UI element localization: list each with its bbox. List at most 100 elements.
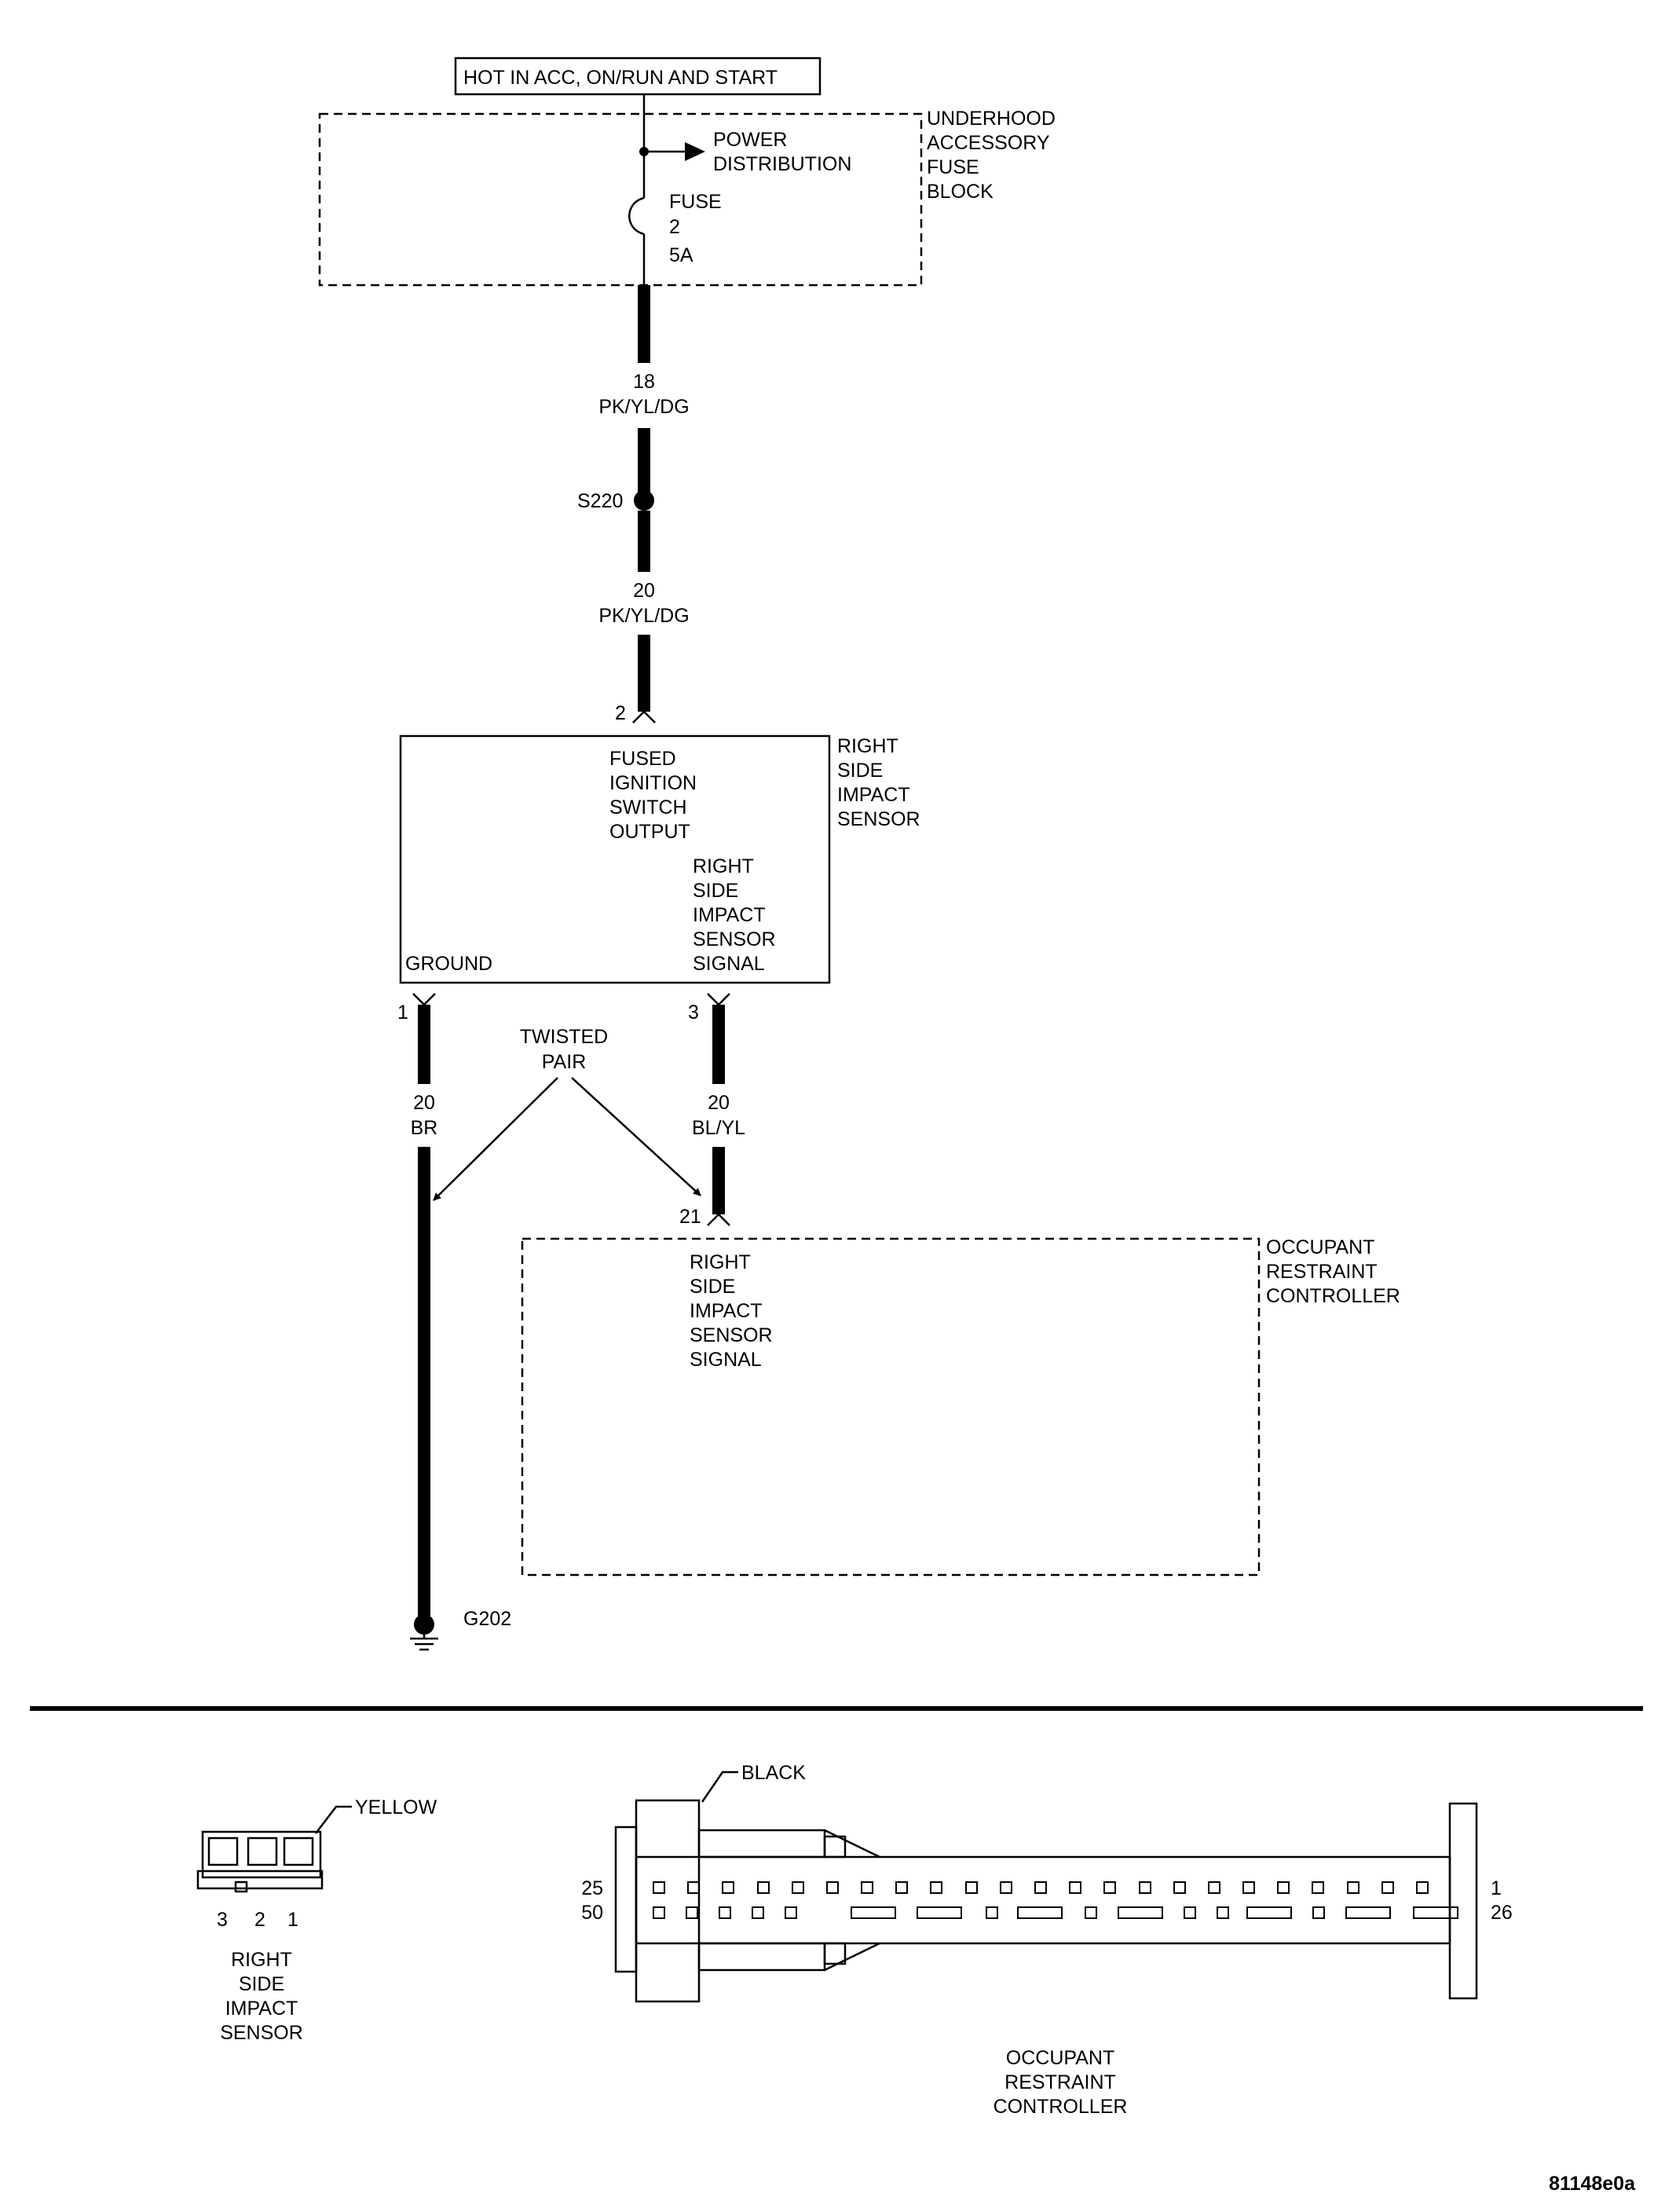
svg-text:IMPACT: IMPACT [225,1998,298,2020]
power-source-label: HOT IN ACC, ON/RUN AND START [463,67,778,89]
pin-cavity [752,1906,764,1919]
svg-text:SIDE: SIDE [837,760,883,782]
svg-text:OCCUPANT: OCCUPANT [1266,1236,1374,1258]
sensor-pin-1-number: 1 [397,1002,408,1024]
sensor-pin-1-connector [412,993,436,1006]
pin-cavity [895,1881,908,1894]
svg-text:TWISTED: TWISTED [520,1026,609,1048]
sensor-pin-3-number: 3 [688,1002,699,1024]
ground-point-label: G202 [463,1608,511,1630]
pin-cavity [1184,1906,1196,1919]
sensor-power-function: FUSED IGNITION SWITCH OUTPUT [609,748,697,843]
sensor-pin-3-connector [707,993,730,1006]
svg-text:2: 2 [669,216,680,238]
svg-text:SENSOR: SENSOR [693,928,776,950]
sensor-ground-function: GROUND [405,953,492,975]
twisted-pair-label: TWISTED PAIR [520,1026,609,1073]
pin-cavity [653,1906,665,1919]
svg-text:IMPACT: IMPACT [690,1300,763,1322]
pin-cavity-wide [1017,1906,1063,1919]
svg-text:IMPACT: IMPACT [693,904,766,926]
svg-text:SIGNAL: SIGNAL [693,953,765,975]
fuse-block-outline [318,112,923,287]
pin-cavity [1277,1881,1290,1894]
ground-eyelet [414,1614,434,1635]
pin-cavity-wide [917,1906,962,1919]
wire-18-gauge: 18 [633,371,655,393]
pin-cavity [1034,1881,1047,1894]
pin-cavity [1312,1906,1325,1919]
svg-text:SIDE: SIDE [690,1276,735,1298]
pin-cavity [719,1906,731,1919]
wire-18-color: PK/YL/DG [598,396,689,418]
svg-text:FUSE: FUSE [927,156,979,178]
pin-cavity [687,1881,700,1894]
svg-text:BLOCK: BLOCK [927,181,994,203]
pin-cavity [1242,1881,1255,1894]
controller-signal-function: RIGHT SIDE IMPACT SENSOR SIGNAL [690,1251,773,1371]
pin-cavity-wide [1246,1906,1292,1919]
pin-cavity [1217,1906,1229,1919]
svg-text:SIGNAL: SIGNAL [690,1349,762,1371]
pin-cavity-wide [1345,1906,1391,1919]
pin-cavity [965,1881,978,1894]
pin-cavity [1085,1906,1097,1919]
svg-text:RIGHT: RIGHT [690,1251,751,1273]
svg-text:2: 2 [254,1909,265,1931]
svg-text:POWER: POWER [713,129,787,151]
controller-connector-row1-right: 1 [1491,1877,1502,1899]
pin-cavity [1208,1881,1220,1894]
fuse-symbol [628,196,645,236]
pin-cavity [1347,1881,1359,1894]
controller-connector-name: OCCUPANT RESTRAINT CONTROLLER [994,2047,1128,2118]
svg-text:PAIR: PAIR [542,1051,587,1073]
impact-sensor-box [399,734,831,984]
svg-text:IMPACT: IMPACT [837,784,910,806]
figure-id: 81148e0a [1549,2173,1636,2195]
controller-outline [521,1237,1261,1577]
svg-text:SENSOR: SENSOR [220,2022,303,2044]
splice-label: S220 [577,490,623,512]
svg-text:RESTRAINT: RESTRAINT [1005,2071,1116,2093]
power-distribution-label: POWER DISTRIBUTION [713,129,851,175]
fuse-label: FUSE 2 5A [669,191,722,266]
svg-text:FUSE: FUSE [669,191,722,213]
pin-cavity [722,1881,734,1894]
svg-text:3: 3 [217,1909,228,1931]
svg-text:SIDE: SIDE [693,880,738,902]
twisted-pair-arrow-left [433,1077,558,1201]
pin-cavity-wide [851,1906,896,1919]
pin-cavity [1416,1881,1429,1894]
sensor-pin-2-number: 2 [615,702,626,724]
pin-cavity [1069,1881,1081,1894]
wire-20-gauge: 20 [633,580,655,602]
svg-text:SIDE: SIDE [239,1973,284,1995]
pin-cavity-wide [1413,1906,1458,1919]
svg-text:SENSOR: SENSOR [690,1324,773,1346]
svg-text:RIGHT: RIGHT [693,855,754,877]
pin-cavity-wide [1118,1906,1163,1919]
pin-cavity [1103,1881,1116,1894]
pin-cavity [1173,1881,1186,1894]
power-source-box [454,57,822,96]
pin-cavity [826,1881,839,1894]
ground-symbol-icon [410,1634,438,1651]
sensor-connector-pin-numbers: 3 2 1 [217,1909,298,1931]
pin-cavity [686,1906,698,1919]
pin-cavity [1312,1881,1324,1894]
sensor-pin-2-connector [632,710,656,723]
sensor-connector-color-leader [315,1805,352,1834]
sensor-connector-face [196,1830,324,1893]
controller-connector-row2-right: 26 [1491,1902,1513,1924]
sensor-connector-color: YELLOW [355,1796,437,1818]
controller-connector-body [614,1799,1478,2003]
svg-text:IGNITION: IGNITION [609,772,697,794]
svg-text:OCCUPANT: OCCUPANT [1006,2047,1114,2069]
sensor-connector-name: RIGHT SIDE IMPACT SENSOR [220,1949,303,2044]
svg-text:CONTROLLER: CONTROLLER [994,2096,1128,2118]
svg-text:RIGHT: RIGHT [837,735,898,757]
pin-cavity [1381,1881,1394,1894]
svg-text:FUSED: FUSED [609,748,676,770]
svg-text:ACCESSORY: ACCESSORY [927,132,1050,154]
controller-connector-row2-left: 50 [581,1902,603,1924]
